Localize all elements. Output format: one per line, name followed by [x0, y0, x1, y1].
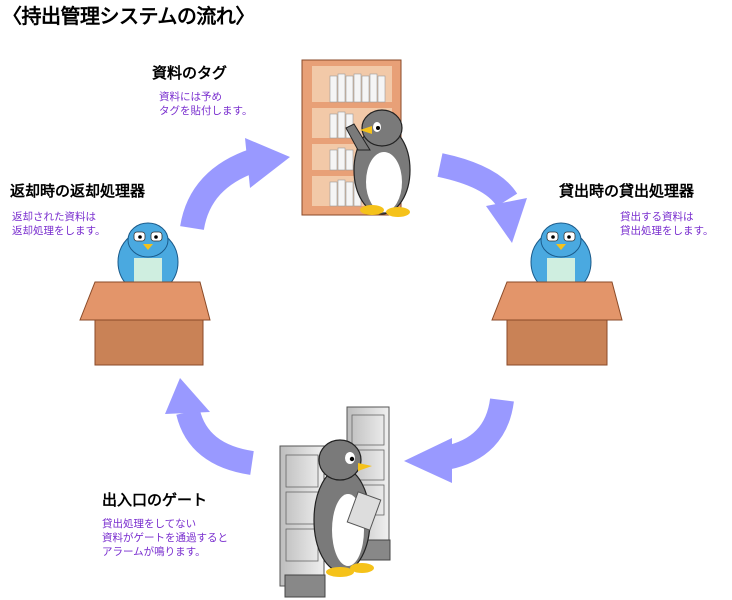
arrow-lend-to-gate: [404, 397, 514, 483]
gate-description: 貸出処理をしてない 資料がゲートを通過すると アラームが鳴ります。: [102, 518, 228, 558]
penguin-at-shelf: [345, 109, 411, 217]
return-label: 返却時の返却処理器: [10, 182, 146, 200]
gate-label: 出入口のゲート: [102, 491, 208, 509]
page-title: 〈持出管理システムの流れ〉: [2, 4, 255, 28]
arrow-return-to-tag: [180, 138, 290, 231]
lend-description: 貸出する資料は 貸出処理をします。: [620, 211, 714, 237]
return-description: 返却された資料は 返却処理をします。: [12, 211, 106, 237]
lend-desk: [491, 222, 623, 366]
arrow-gate-to-return: [165, 378, 255, 475]
return-desk: [79, 222, 211, 366]
security-gate: [279, 406, 391, 598]
tag-description: 資料には予め タグを貼付します。: [159, 91, 253, 117]
tag-label: 資料のタグ: [152, 64, 228, 82]
lend-label: 貸出時の貸出処理器: [559, 182, 695, 200]
arrow-tag-to-lend: [437, 153, 527, 243]
